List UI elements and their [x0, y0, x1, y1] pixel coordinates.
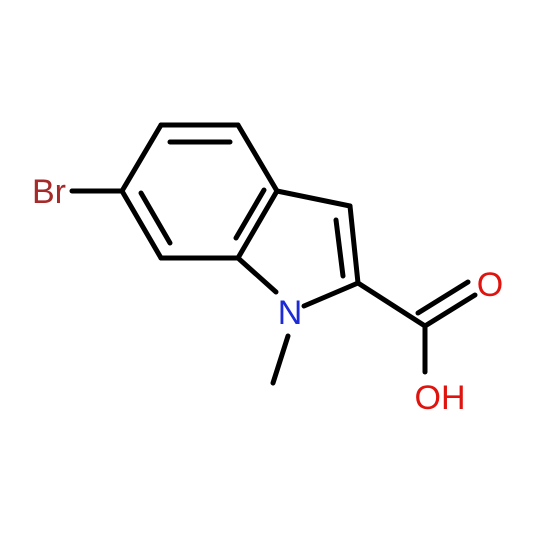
bond-c6-c7-inner: [138, 190, 173, 246]
bond-c3a-c3: [274, 188, 353, 209]
bond-c7a-c3a: [235, 188, 280, 261]
bond-c3-c2: [347, 203, 361, 286]
atom-label-o-carbonyl: O: [477, 266, 503, 304]
bond-c3a-c4: [235, 122, 280, 194]
bond-carboxyl-o-double-a: [422, 292, 478, 329]
bond-carboxyl-o-double-b: [415, 279, 471, 316]
bond-c2-n1: [301, 280, 361, 309]
bond-n1-methyl: [270, 333, 291, 386]
bond-c5-c6: [119, 122, 164, 194]
bond-c3-c2-inner: [333, 217, 346, 279]
bond-n1-c7a: [235, 255, 279, 295]
bond-c7a-c3a-inner: [233, 187, 267, 241]
atom-label-oh: OH: [415, 379, 466, 417]
atom-label-br: Br: [32, 173, 66, 211]
bond-c6-c7: [119, 188, 164, 261]
bond-c2-carboxyl: [355, 280, 428, 329]
atom-label-n: N: [278, 294, 303, 332]
